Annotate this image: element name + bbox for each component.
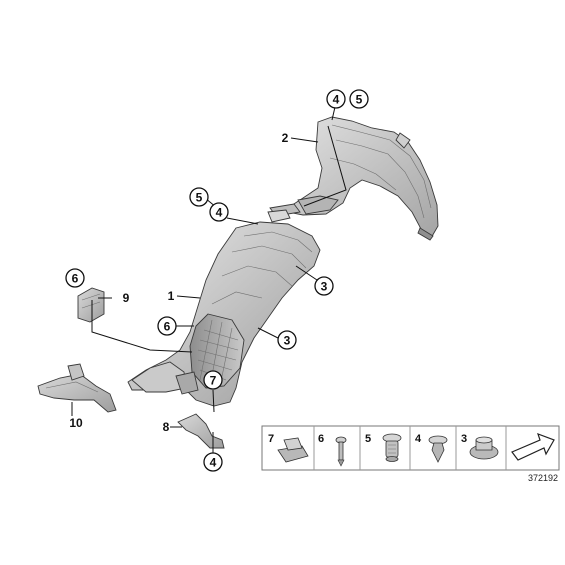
svg-text:1: 1 — [168, 289, 175, 303]
label-part-2[interactable]: 2 — [282, 131, 289, 145]
small-cover-plate — [77, 287, 105, 323]
legend-item-3[interactable]: 3 — [461, 433, 499, 460]
rear-wheel-arch-liner — [269, 116, 439, 241]
front-bracket — [37, 363, 117, 413]
reference-number: 372192 — [528, 473, 558, 483]
svg-text:7: 7 — [210, 374, 217, 388]
svg-text:6: 6 — [72, 272, 79, 286]
svg-text:4: 4 — [415, 433, 422, 445]
svg-text:5: 5 — [356, 93, 363, 107]
direction-arrow-icon — [511, 432, 555, 461]
callout-small-6[interactable]: 6 — [65, 268, 85, 288]
callout-mid-7[interactable]: 7 — [203, 370, 223, 390]
svg-text:9: 9 — [123, 291, 130, 305]
svg-text:3: 3 — [284, 334, 291, 348]
callout-right-3-lower[interactable]: 3 — [277, 330, 297, 350]
front-wheel-arch-liner — [127, 209, 321, 407]
legend-item-7[interactable]: 7 — [268, 433, 309, 463]
svg-text:4: 4 — [333, 93, 340, 107]
svg-text:4: 4 — [216, 206, 223, 220]
svg-text:6: 6 — [318, 433, 324, 445]
callout-mid-6[interactable]: 6 — [157, 316, 177, 336]
callout-left-5[interactable]: 5 — [189, 187, 209, 207]
callout-top-5[interactable]: 5 — [349, 89, 369, 109]
callout-top-4[interactable]: 4 — [326, 89, 346, 109]
legend-item-4[interactable]: 4 — [415, 433, 448, 463]
label-part-1[interactable]: 1 — [168, 289, 175, 303]
callout-bottom-4[interactable]: 4 — [203, 452, 223, 472]
svg-text:5: 5 — [196, 191, 203, 205]
expanding-rivet-icon — [382, 433, 402, 462]
svg-text:8: 8 — [163, 420, 170, 434]
label-part-9[interactable]: 9 — [123, 291, 130, 305]
legend-item-6[interactable]: 6 — [318, 433, 347, 467]
svg-text:3: 3 — [321, 280, 328, 294]
svg-text:3: 3 — [461, 433, 467, 445]
legend-item-5[interactable]: 5 — [365, 433, 402, 462]
push-clip-icon — [428, 435, 448, 463]
svg-text:5: 5 — [365, 433, 371, 445]
callout-left-4[interactable]: 4 — [209, 202, 229, 222]
clip-nut-icon — [277, 437, 309, 463]
fastener-legend: 7 6 5 4 — [261, 425, 560, 471]
svg-text:2: 2 — [282, 131, 289, 145]
label-part-10[interactable]: 10 — [69, 416, 83, 430]
svg-text:6: 6 — [164, 320, 171, 334]
rivet-icon — [335, 436, 347, 467]
callout-right-3-upper[interactable]: 3 — [314, 276, 334, 296]
svg-text:7: 7 — [268, 433, 274, 445]
svg-text:10: 10 — [69, 416, 83, 430]
svg-text:4: 4 — [210, 456, 217, 470]
lower-bracket — [177, 413, 225, 449]
label-part-8[interactable]: 8 — [163, 420, 170, 434]
flange-nut-icon — [469, 436, 499, 460]
